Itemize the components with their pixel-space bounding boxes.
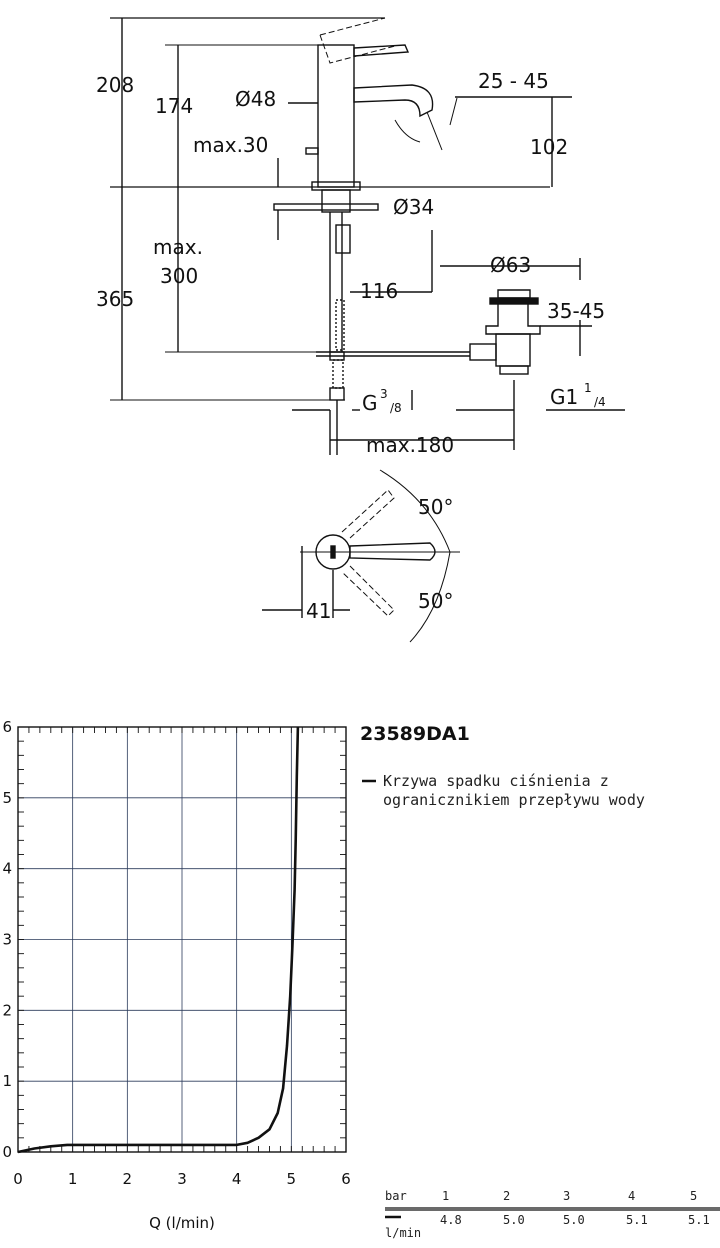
dim-41: 41: [306, 599, 331, 623]
y-tick-label: 6: [2, 718, 12, 736]
table-bar-cells: 1 2 3 4 5: [442, 1189, 697, 1203]
table-bar-cell: 4: [628, 1189, 635, 1203]
angle-bottom-50: 50°: [418, 589, 453, 613]
x-tick-label: 6: [341, 1170, 351, 1188]
svg-text:G1: G1: [550, 385, 578, 409]
dim-300: 300: [160, 264, 198, 288]
svg-text:G: G: [362, 391, 378, 415]
angle-top-50: 50°: [418, 495, 453, 519]
chart-ticks: [17, 726, 347, 1153]
dim-g38: G 3 /8: [362, 387, 402, 415]
table-bar-cell: 1: [442, 1189, 449, 1203]
x-tick-label: 2: [123, 1170, 133, 1188]
dim-116: 116: [360, 279, 398, 303]
table-lmin-cell: 5.0: [503, 1213, 525, 1227]
dim-35-45: 35-45: [547, 299, 605, 323]
legend-line-2: ogranicznikiem przepływu wody: [383, 791, 645, 809]
svg-text:3: 3: [380, 387, 388, 401]
x-tick-label: 3: [177, 1170, 187, 1188]
table-head-label: bar: [385, 1189, 407, 1203]
table-lmin-cell: 4.8: [440, 1213, 462, 1227]
dimension-labels: 208 174 Ø48 25 - 45 102 max.30 Ø34 max. …: [96, 69, 606, 457]
table-lmin-cell: 5.1: [688, 1213, 710, 1227]
table-bar-cell: 5: [690, 1189, 697, 1203]
x-tick-label: 0: [13, 1170, 23, 1188]
dim-max180: max.180: [366, 433, 454, 457]
y-tick-label: 0: [2, 1143, 12, 1161]
dim-diameter-34: Ø34: [393, 195, 434, 219]
series-line: [17, 726, 300, 1154]
table-lmin-cell: 5.0: [563, 1213, 585, 1227]
svg-text:/8: /8: [390, 401, 402, 415]
y-tick-label: 2: [2, 1001, 12, 1019]
y-tick-label: 1: [2, 1072, 12, 1090]
x-tick-label: 4: [232, 1170, 242, 1188]
table-row-label: l/min: [385, 1226, 421, 1240]
table-lmin-cell: 5.1: [626, 1213, 648, 1227]
dim-diameter-48: Ø48: [235, 87, 276, 111]
product-code: 23589DA1: [360, 723, 470, 745]
legend-line-1: Krzywa spadku ciśnienia z: [383, 772, 609, 790]
faucet-top-view: [262, 469, 460, 643]
dim-174: 174: [155, 94, 193, 118]
x-axis-label: Q (l/min): [149, 1214, 215, 1232]
y-tick-label: 4: [2, 860, 12, 878]
dim-365: 365: [96, 287, 134, 311]
chart-tick-labels: 0 1 2 3 4 5 6 0 1 2 3 4 5 6: [2, 718, 350, 1188]
dim-diameter-63: Ø63: [490, 253, 531, 277]
dim-102: 102: [530, 135, 568, 159]
table-bar-cell: 3: [563, 1189, 570, 1203]
top-view-labels: 50° 50° 41: [306, 495, 453, 623]
table-bar-cell: 2: [503, 1189, 510, 1203]
svg-text:/4: /4: [594, 395, 606, 409]
x-tick-label: 1: [68, 1170, 78, 1188]
table-lmin-cells: 4.8 5.0 5.0 5.1 5.1: [440, 1213, 710, 1227]
faucet-front-view: [110, 17, 625, 455]
y-tick-label: 5: [2, 789, 12, 807]
y-tick-label: 3: [2, 931, 12, 949]
flow-table: bar l/min 1 2 3 4 5 4.8 5.0 5.0 5.1 5.1: [385, 1189, 720, 1240]
pressure-flow-chart: 0 1 2 3 4 5 6 0 1 2 3 4 5 6 Q (l/min): [2, 718, 350, 1232]
dim-25-45: 25 - 45: [478, 69, 549, 93]
legend: Krzywa spadku ciśnienia z ogranicznikiem…: [362, 772, 645, 809]
x-tick-label: 5: [287, 1170, 297, 1188]
chart-curves: [17, 726, 300, 1154]
dim-208: 208: [96, 73, 134, 97]
dim-g114: G1 1 /4: [550, 381, 606, 409]
svg-text:1: 1: [584, 381, 592, 395]
dim-max30: max.30: [193, 133, 268, 157]
dim-max-label: max.: [153, 235, 203, 259]
